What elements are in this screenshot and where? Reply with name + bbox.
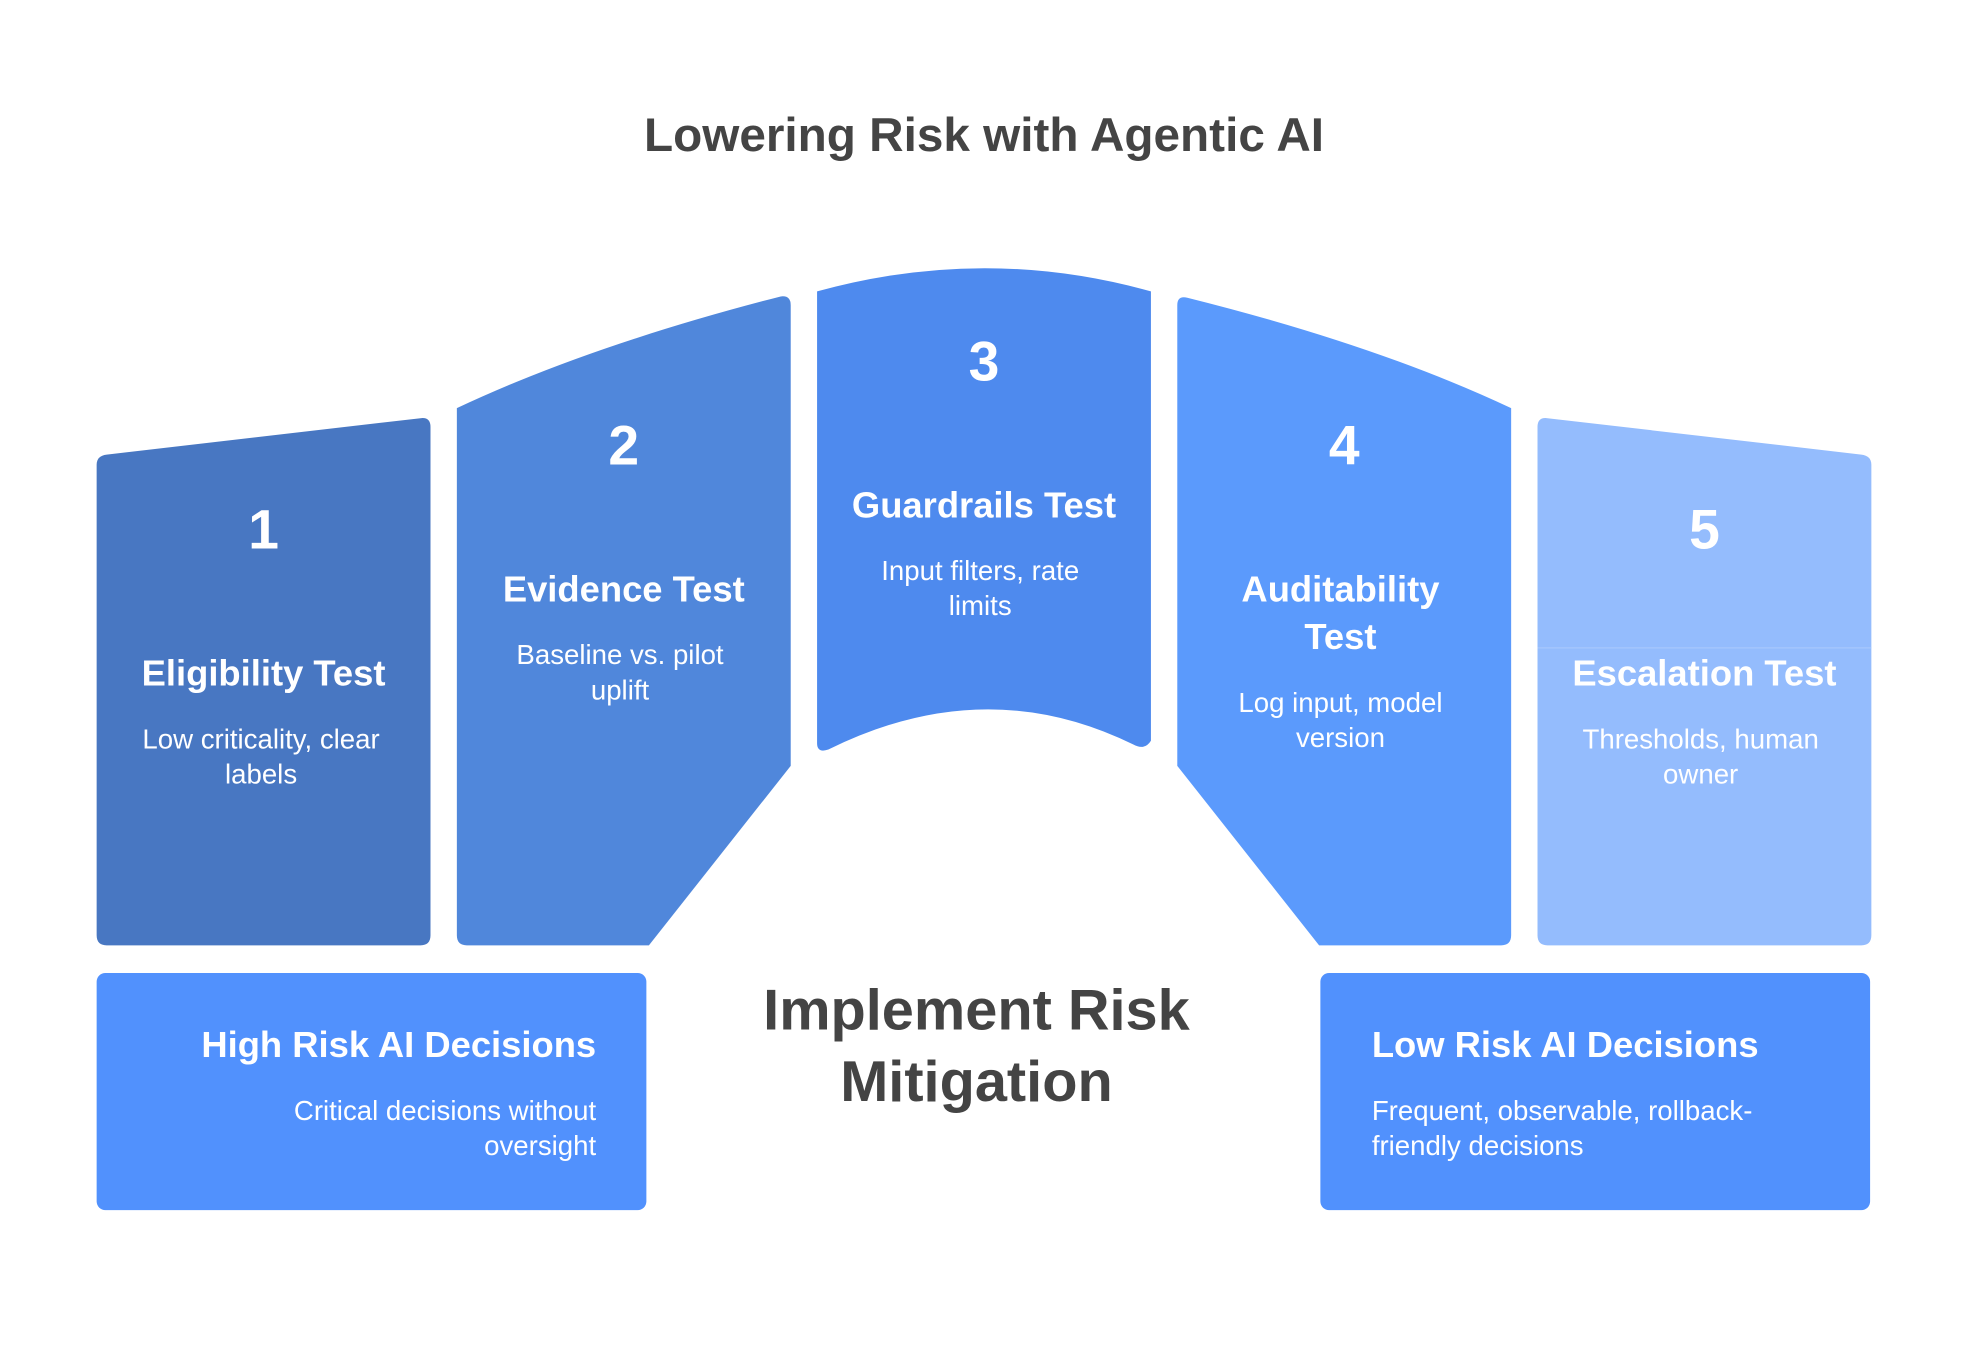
low-risk-desc-line: Frequent, observable, rollback- [1372, 1095, 1753, 1126]
low-risk-box: Low Risk AI Decisions Frequent, observab… [1320, 972, 1871, 1211]
low-risk-box-bg [1320, 972, 1871, 1211]
step-3-number: 3 [969, 331, 1000, 393]
diagram-title: Lowering Risk with Agentic AI [644, 109, 1324, 162]
step-1-title: Eligibility Test [142, 653, 386, 694]
step-1-desc-line: labels [225, 758, 297, 789]
high-risk-desc-line: Critical decisions without [294, 1095, 597, 1126]
step-3-desc-line: Input filters, rate [881, 555, 1079, 586]
step-3-desc-line: limits [949, 590, 1012, 621]
step-2-shape [456, 296, 791, 946]
step-3-title: Guardrails Test [852, 484, 1116, 525]
step-4: 4 Auditability Test Log input, model ver… [1177, 297, 1512, 946]
high-risk-box: High Risk AI Decisions Critical decision… [96, 972, 647, 1211]
step-1: 1 Eligibility Test Low criticality, clea… [96, 418, 431, 946]
step-1-desc-line: Low criticality, clear [142, 723, 379, 754]
step-5-desc-line: owner [1663, 758, 1738, 789]
low-risk-title: Low Risk AI Decisions [1372, 1024, 1759, 1065]
step-5-shape [1537, 418, 1872, 946]
step-1-shape [96, 418, 431, 946]
step-3-shape [817, 268, 1151, 751]
step-1-number: 1 [248, 499, 279, 561]
high-risk-box-bg [96, 972, 647, 1211]
step-4-number: 4 [1329, 415, 1360, 477]
step-2-desc-line: uplift [591, 674, 650, 705]
step-5-number: 5 [1689, 499, 1720, 561]
center-label-line: Implement Risk [763, 978, 1191, 1042]
step-4-desc-line: Log input, model [1238, 687, 1442, 718]
step-2-title: Evidence Test [503, 568, 745, 609]
step-4-shape [1177, 297, 1512, 946]
step-2: 2 Evidence Test Baseline vs. pilot uplif… [456, 296, 791, 946]
step-2-number: 2 [608, 415, 639, 477]
high-risk-title: High Risk AI Decisions [201, 1024, 596, 1065]
center-label-line: Mitigation [840, 1050, 1113, 1114]
step-2-desc-line: Baseline vs. pilot [516, 639, 724, 670]
step-5-title: Escalation Test [1572, 653, 1836, 694]
step-3: 3 Guardrails Test Input filters, rate li… [817, 268, 1151, 751]
step-4-title-line: Auditability [1241, 568, 1440, 609]
step-5: 5 Escalation Test Thresholds, human owne… [1537, 418, 1872, 946]
low-risk-desc-line: friendly decisions [1372, 1130, 1584, 1161]
high-risk-desc-line: oversight [484, 1130, 596, 1161]
step-4-desc-line: version [1296, 722, 1385, 753]
step-4-title-line: Test [1304, 616, 1376, 657]
step-5-desc-line: Thresholds, human [1582, 723, 1818, 754]
